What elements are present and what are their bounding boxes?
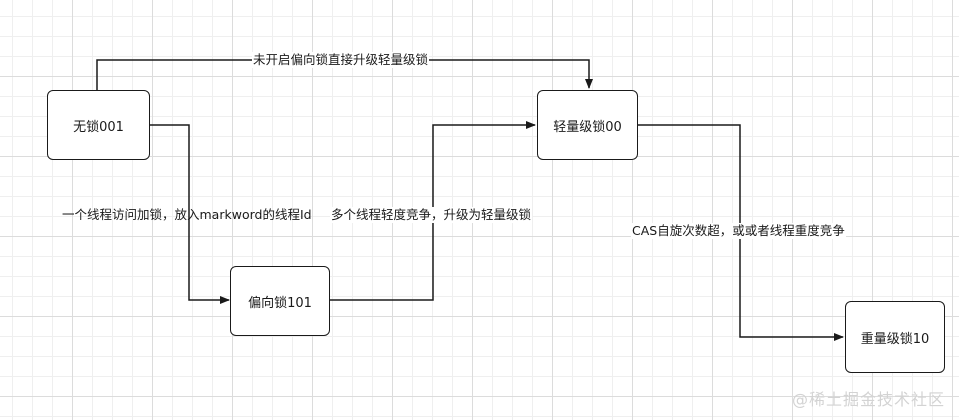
edge-label-cas-spin: CAS自旋次数超，或或者线程重度竞争 [631, 223, 846, 239]
watermark: @稀土掘金技术社区 [791, 390, 945, 409]
edge-label-multi-thread: 多个线程轻度竞争，升级为轻量级锁 [330, 207, 533, 223]
edge-label-single-thread: 一个线程访问加锁，放入markword的线程Id [62, 207, 312, 222]
edge-label-direct-upgrade: 未开启偏向锁直接升级轻量级锁 [252, 52, 430, 68]
node-lightweight-lock: 轻量级锁00 [537, 90, 638, 160]
edge-unlocked-to-biased [150, 124, 230, 304]
node-unlocked-label: 无锁001 [73, 119, 124, 135]
node-biased-lock: 偏向锁101 [230, 266, 330, 336]
node-lightweight-lock-label: 轻量级锁00 [553, 119, 622, 135]
node-biased-lock-label: 偏向锁101 [248, 295, 312, 311]
node-heavyweight-lock-label: 重量级锁10 [860, 331, 930, 347]
node-heavyweight-lock: 重量级锁10 [845, 301, 945, 373]
node-unlocked: 无锁001 [47, 90, 150, 160]
